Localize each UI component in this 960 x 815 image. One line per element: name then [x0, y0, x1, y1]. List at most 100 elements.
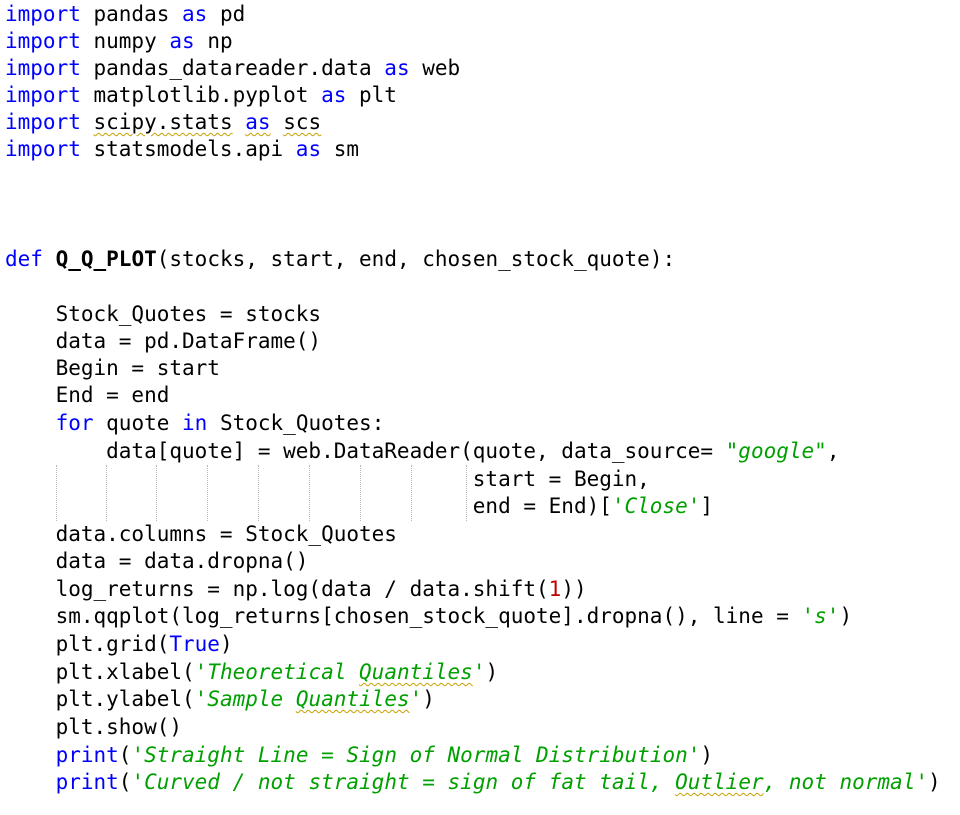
code-token: ): [219, 632, 233, 656]
code-token: End = end: [5, 383, 170, 407]
code-token: import: [5, 137, 81, 161]
code-token: 'Straight Line = Sign of Normal Distribu…: [131, 743, 701, 767]
indent-guide: [466, 465, 467, 521]
code-line: plt.xlabel('Theoretical Quantiles'): [5, 658, 499, 686]
code-token: 'Sample: [194, 687, 296, 711]
code-line: import matplotlib.pyplot as plt: [5, 81, 397, 109]
code-token: Stock_Quotes:: [207, 411, 385, 435]
code-token: data.columns = Stock_Quotes: [5, 522, 397, 546]
indent-guide: [309, 465, 310, 521]
code-token: sm: [321, 137, 360, 161]
code-line: data.columns = Stock_Quotes: [5, 520, 397, 548]
code-token: scipy.stats: [93, 110, 233, 134]
code-token: import: [5, 83, 81, 107]
code-token: as: [169, 29, 195, 53]
code-line: import pandas as pd: [5, 0, 245, 28]
code-token: pd: [207, 2, 246, 26]
indent-guide: [156, 465, 157, 521]
code-token: np: [194, 29, 233, 53]
code-token: for: [55, 411, 94, 435]
code-token: import: [5, 110, 81, 134]
code-token: (: [118, 743, 132, 767]
code-token: scs: [283, 110, 322, 134]
code-token: ): [928, 770, 941, 794]
code-token: as: [182, 2, 208, 26]
code-token: [81, 110, 94, 134]
indent-guide: [258, 465, 259, 521]
code-token: [5, 411, 56, 435]
code-token: Quantiles: [295, 687, 410, 711]
code-line: Stock_Quotes = stocks: [5, 300, 322, 328]
code-token: data[quote] = web.DataReader(quote, data…: [5, 439, 726, 463]
code-token: plt.grid(: [5, 632, 170, 656]
code-line: import statsmodels.api as sm: [5, 135, 359, 163]
code-token: start = Begin,: [5, 467, 650, 491]
code-token: True: [169, 632, 220, 656]
code-token: def: [5, 247, 43, 271]
code-line: import pandas_datareader.data as web: [5, 54, 460, 82]
code-line: print('Curved / not straight = sign of f…: [5, 768, 941, 796]
code-token: 'Curved / not straight = sign of fat tai…: [131, 770, 676, 794]
code-token: plt: [346, 83, 397, 107]
code-token: Begin = start: [5, 356, 220, 380]
code-line: import scipy.stats as scs: [5, 108, 321, 136]
code-line: start = Begin,: [5, 465, 650, 493]
code-token: [5, 743, 56, 767]
code-token: ': [472, 660, 486, 684]
code-token: as: [245, 110, 271, 134]
code-token: )): [561, 577, 587, 601]
code-token: statsmodels.api: [80, 137, 296, 161]
code-line: data = data.dropna(): [5, 547, 309, 575]
code-line: plt.show(): [5, 713, 182, 741]
code-token: log_returns = np.log(data / data.shift(: [5, 577, 549, 601]
code-token: print: [55, 770, 119, 794]
code-token: [271, 110, 284, 134]
code-token: Stock_Quotes = stocks: [5, 302, 322, 326]
code-token: matplotlib.pyplot: [80, 83, 322, 107]
code-token: Quantiles: [359, 660, 473, 684]
code-line: log_returns = np.log(data / data.shift(1…: [5, 575, 587, 603]
code-line: for quote in Stock_Quotes:: [5, 409, 385, 437]
code-token: ,: [826, 439, 840, 463]
code-token: web: [409, 56, 461, 80]
code-token: [43, 247, 56, 271]
code-token: plt.ylabel(: [5, 687, 195, 711]
code-token: "google": [725, 439, 827, 463]
code-line: print('Straight Line = Sign of Normal Di…: [5, 741, 713, 769]
indent-guide: [106, 465, 107, 521]
code-line: plt.grid(True): [5, 630, 233, 658]
code-token: data = data.dropna(): [5, 549, 309, 573]
code-token: end = End)[: [5, 494, 612, 518]
code-token: Outlier: [675, 770, 764, 794]
indent-guide: [411, 465, 412, 521]
code-token: , not normal': [763, 770, 928, 794]
code-token: import: [5, 2, 81, 26]
code-token: Q_Q_PLOT: [55, 247, 157, 271]
code-token: ': [409, 687, 423, 711]
indent-guide: [56, 465, 57, 521]
code-token: (stocks, start, end, chosen_stock_quote)…: [156, 247, 676, 271]
code-token: ): [700, 743, 714, 767]
code-line: end = End)['Close']: [5, 492, 713, 520]
code-token: as: [384, 56, 410, 80]
code-token: ): [485, 660, 499, 684]
code-token: data = pd.DataFrame(): [5, 329, 322, 353]
code-token: ): [839, 604, 853, 628]
code-token: pandas: [80, 2, 183, 26]
code-token: in: [182, 411, 208, 435]
code-token: import: [5, 29, 81, 53]
code-token: print: [55, 743, 119, 767]
code-token: [5, 770, 56, 794]
code-token: import: [5, 56, 81, 80]
code-line: Begin = start: [5, 354, 220, 382]
code-token: plt.show(): [5, 715, 183, 739]
code-token: (: [118, 770, 132, 794]
code-token: pandas_datareader.data: [80, 56, 385, 80]
code-line: End = end: [5, 381, 170, 409]
code-token: ]: [700, 494, 714, 518]
code-token: plt.xlabel(: [5, 660, 195, 684]
code-token: 'Theoretical: [194, 660, 360, 684]
code-line: plt.ylabel('Sample Quantiles'): [5, 685, 435, 713]
code-token: sm.qqplot(log_returns[chosen_stock_quote…: [5, 604, 802, 628]
